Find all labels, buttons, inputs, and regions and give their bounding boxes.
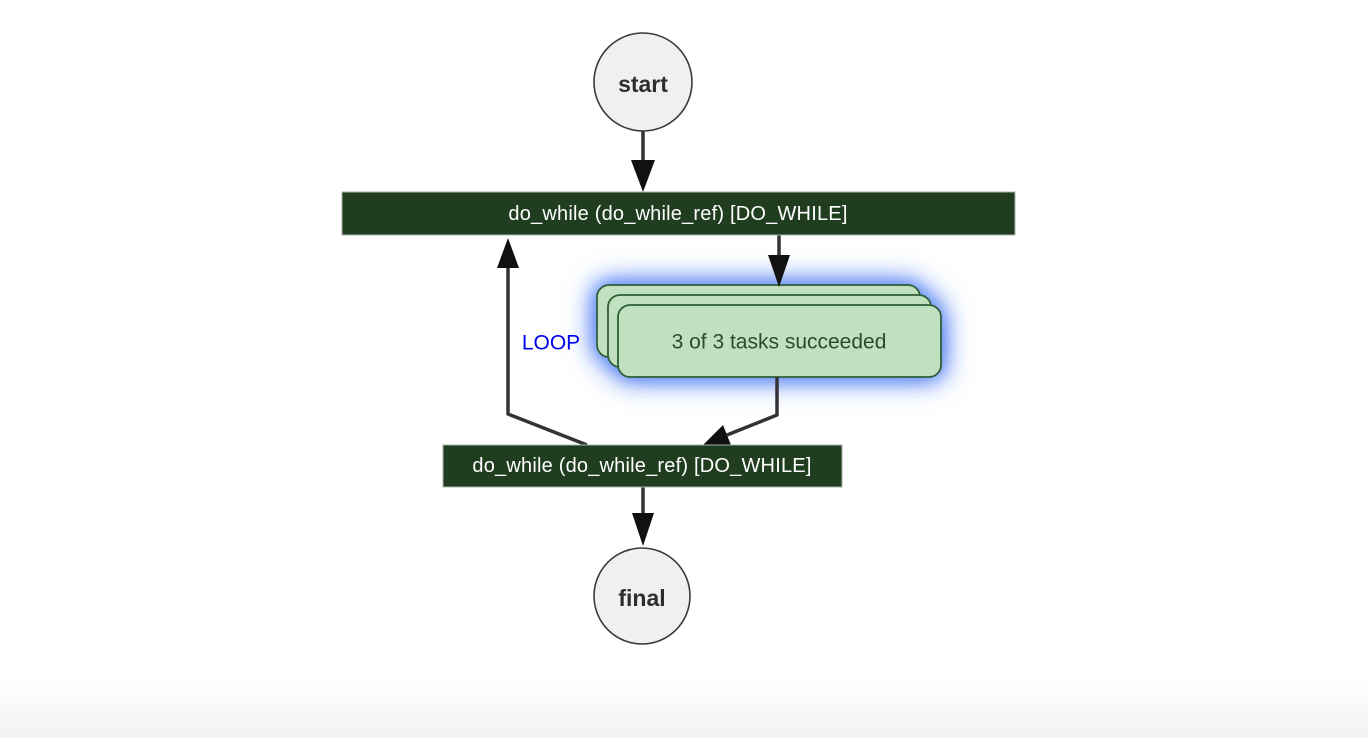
task-stack-label: 3 of 3 tasks succeeded [672, 331, 887, 354]
edge-line [506, 266, 588, 447]
start-circle[interactable] [593, 32, 693, 132]
arrowhead-down-icon [632, 513, 654, 546]
edge-stack-to-dowhile-end [703, 377, 779, 445]
dowhile-end-node[interactable]: do_while (do_while_ref) [DO_WHILE] [442, 444, 843, 488]
loop-edge-label: LOOP [522, 332, 580, 355]
edge-dowhile-to-final [632, 487, 654, 546]
start-label: start [618, 71, 668, 97]
task-stack-node[interactable]: 3 of 3 tasks succeeded [596, 284, 942, 378]
edge-loop-back: LOOP [497, 238, 588, 447]
dowhile-start-bar[interactable] [341, 191, 1016, 236]
edge-start-to-dowhile [631, 131, 655, 192]
edge-line [726, 377, 779, 437]
arrowhead-down-left-icon [703, 425, 731, 445]
edge-dowhile-to-stack [768, 234, 790, 287]
arrowhead-down-icon [768, 255, 790, 287]
arrowhead-down-icon [631, 160, 655, 192]
dowhile-end-label: do_while (do_while_ref) [DO_WHILE] [472, 455, 811, 477]
final-node[interactable]: final [593, 547, 691, 645]
arrowhead-up-icon [497, 238, 519, 268]
start-node[interactable]: start [593, 32, 693, 132]
dowhile-start-node[interactable]: do_while (do_while_ref) [DO_WHILE] [341, 191, 1016, 236]
dowhile-start-label: do_while (do_while_ref) [DO_WHILE] [508, 203, 847, 225]
final-label: final [618, 585, 665, 611]
final-circle[interactable] [593, 547, 691, 645]
dowhile-end-bar[interactable] [442, 444, 843, 488]
task-card-front[interactable] [617, 304, 942, 378]
